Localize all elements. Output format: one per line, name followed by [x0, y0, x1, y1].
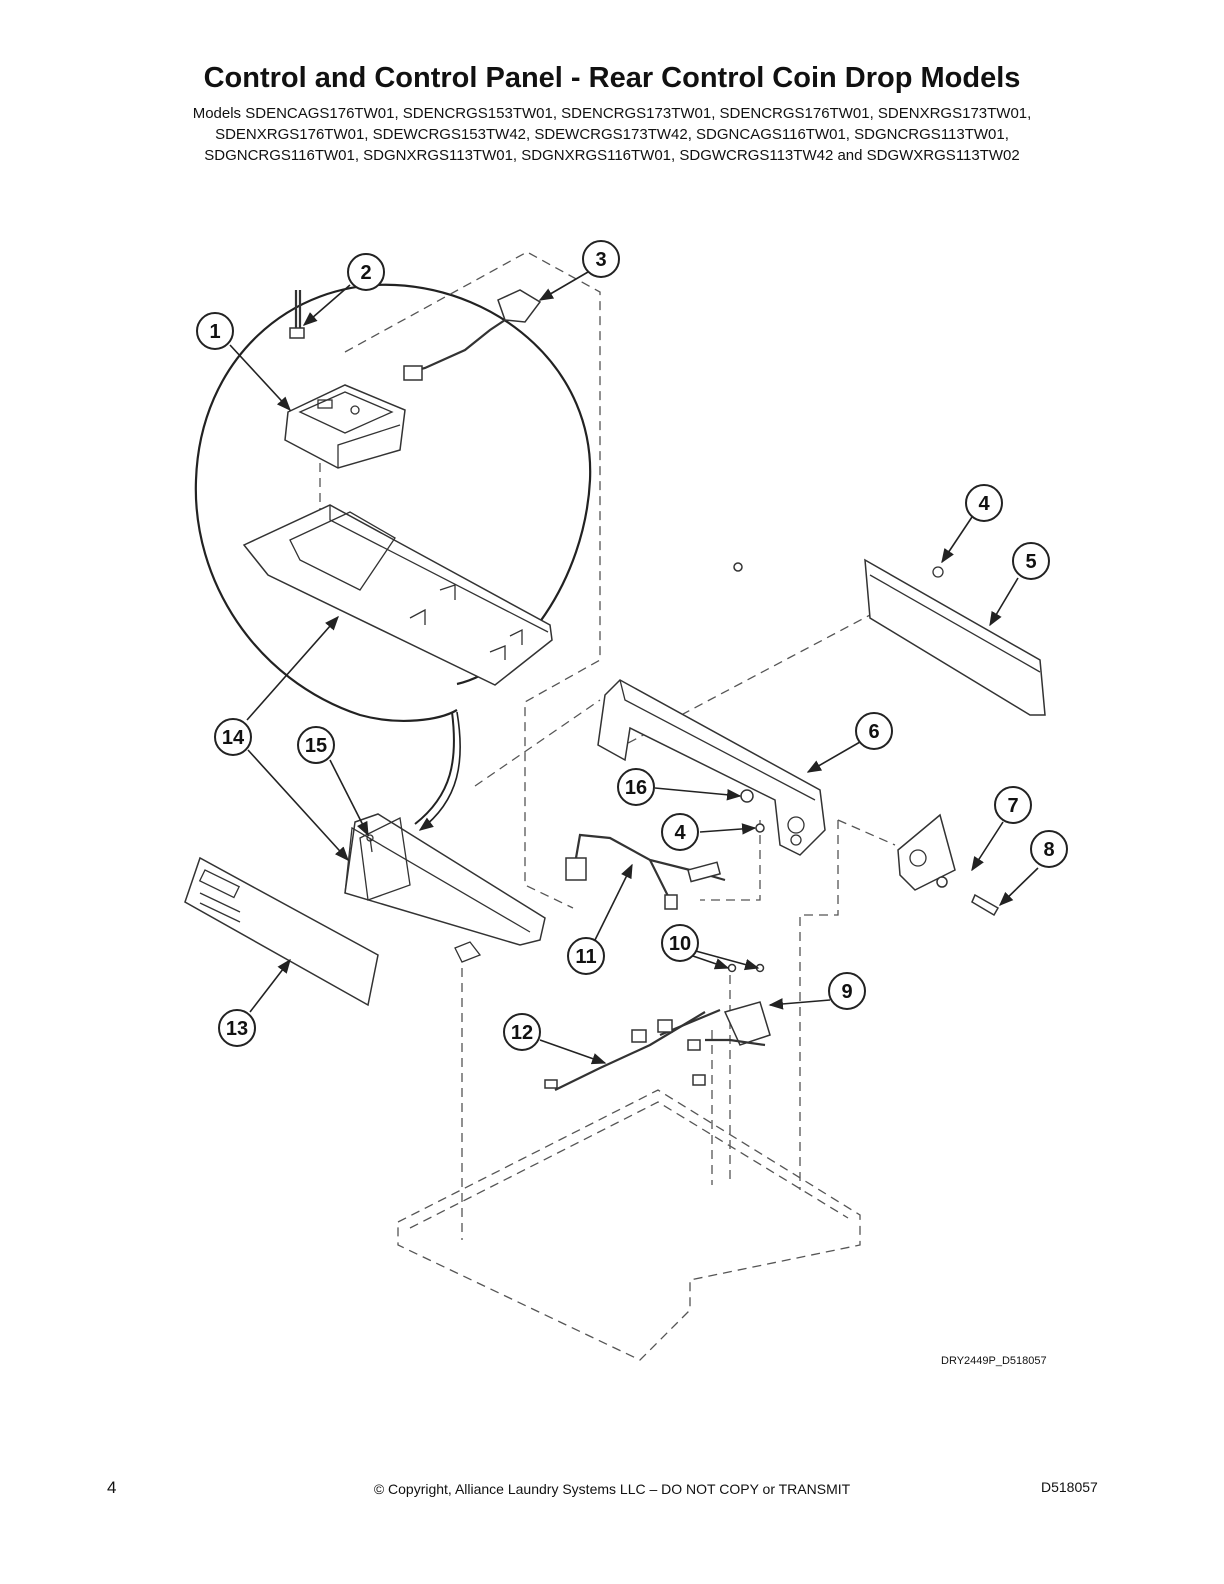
callout-15: 15	[297, 726, 335, 764]
model-line: SDENXRGS176TW01, SDEWCRGS153TW42, SDEWCR…	[215, 126, 1009, 143]
copyright-notice: © Copyright, Alliance Laundry Systems LL…	[373, 1481, 851, 1497]
wire-connector-2	[289, 290, 305, 339]
svg-text:4: 4	[674, 822, 686, 844]
model-line: SDGNCRGS116TW01, SDGNXRGS113TW01, SDGNXR…	[204, 147, 1020, 164]
screw-8	[971, 893, 1000, 917]
panel-overlay	[184, 856, 379, 1007]
svg-text:5: 5	[1025, 551, 1036, 573]
callout-14: 14	[214, 718, 252, 756]
rear-cover	[864, 558, 1046, 716]
svg-text:1: 1	[209, 321, 220, 343]
callout-11: 11	[567, 937, 605, 975]
callout-5: 5	[1012, 542, 1050, 580]
svg-text:2: 2	[360, 262, 371, 284]
page-number: 4	[107, 1478, 117, 1497]
drawing-id: DRY2449P_D518057	[941, 1355, 1047, 1367]
callout-10: 10	[661, 924, 699, 962]
svg-text:3: 3	[595, 249, 606, 271]
svg-text:12: 12	[511, 1022, 533, 1044]
callout-13: 13	[218, 1009, 256, 1047]
svg-text:8: 8	[1043, 839, 1054, 861]
callout-12: 12	[503, 1013, 541, 1051]
callout-4: 4	[661, 813, 699, 851]
transformer-9	[659, 1001, 771, 1086]
svg-text:4: 4	[978, 493, 990, 515]
svg-text:11: 11	[575, 946, 596, 968]
harness-3	[403, 289, 542, 381]
harness-11	[565, 833, 726, 910]
model-line: Models SDENCAGS176TW01, SDENCRGS153TW01,…	[192, 105, 1032, 122]
control-board	[284, 384, 406, 469]
callout-3: 3	[582, 240, 620, 278]
svg-text:9: 9	[841, 981, 852, 1003]
leader-arrows	[229, 271, 1039, 1065]
callout-8: 8	[1030, 830, 1068, 868]
svg-text:7: 7	[1007, 795, 1018, 817]
callout-16: 16	[617, 768, 655, 806]
dryer-top-outline	[397, 1089, 861, 1361]
screw-4	[733, 562, 765, 833]
grommet-16	[740, 789, 754, 803]
screw-15	[366, 834, 374, 853]
svg-text:13: 13	[226, 1018, 248, 1040]
detail-pointer-arrow	[418, 711, 462, 831]
control-panel	[344, 813, 546, 963]
console-bracket	[597, 679, 826, 856]
callout-7: 7	[994, 786, 1032, 824]
svg-text:15: 15	[305, 735, 327, 757]
document-number: D518057	[1041, 1479, 1098, 1495]
page-title: Control and Control Panel - Rear Control…	[203, 62, 1021, 94]
harness-12	[544, 1011, 706, 1091]
timer-bracket	[897, 813, 956, 891]
callout-6: 6	[855, 712, 893, 750]
callout-4: 4	[965, 484, 1003, 522]
svg-text:16: 16	[625, 777, 647, 799]
callout-2: 2	[347, 253, 385, 291]
svg-text:14: 14	[222, 727, 245, 749]
panel-bracket-detail	[242, 504, 553, 686]
callout-9: 9	[828, 972, 866, 1010]
svg-text:10: 10	[669, 933, 691, 955]
svg-text:6: 6	[868, 721, 879, 743]
callout-1: 1	[196, 312, 234, 350]
model-list: Models SDENCAGS176TW01, SDENCRGS153TW01,…	[0, 103, 1224, 166]
